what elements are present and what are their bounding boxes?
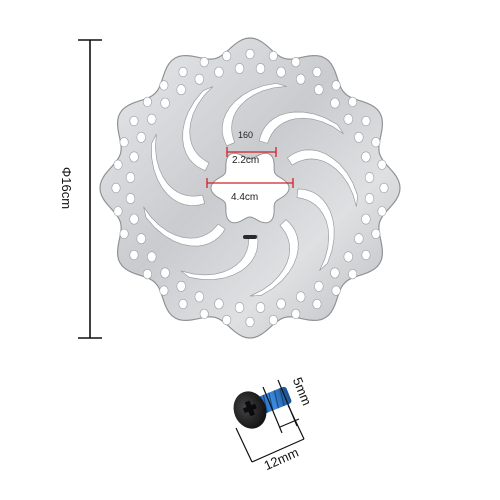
vent-hole bbox=[159, 285, 169, 296]
diameter-dimension: Φ16cm bbox=[59, 39, 102, 339]
vent-hole bbox=[354, 131, 364, 143]
vent-hole bbox=[222, 50, 232, 62]
vent-hole bbox=[136, 233, 146, 245]
vent-hole bbox=[125, 193, 136, 204]
vent-hole bbox=[214, 298, 224, 310]
vent-hole bbox=[245, 48, 255, 60]
vent-hole bbox=[331, 80, 341, 91]
spoke-cutout bbox=[296, 188, 335, 271]
vent-hole bbox=[194, 73, 205, 85]
vent-hole bbox=[343, 113, 353, 125]
inner-measurements: 2.2cm 4.4cm bbox=[206, 147, 294, 203]
vent-hole bbox=[371, 137, 381, 148]
vent-hole bbox=[178, 66, 188, 78]
vent-hole bbox=[214, 66, 224, 78]
vent-hole bbox=[296, 73, 306, 85]
vent-hole bbox=[348, 269, 358, 280]
spoke-cutout bbox=[151, 133, 205, 206]
spoke-cutout bbox=[287, 149, 359, 207]
vent-hole bbox=[330, 97, 340, 109]
vent-hole bbox=[178, 298, 188, 310]
spoke-cutout bbox=[182, 86, 214, 172]
vent-hole bbox=[159, 80, 169, 91]
vent-hole bbox=[276, 298, 286, 310]
vent-hole bbox=[119, 137, 129, 148]
brake-rotor: 160 bbox=[99, 37, 401, 339]
vent-hole bbox=[312, 66, 322, 78]
vent-hole bbox=[255, 302, 266, 313]
vent-hole bbox=[176, 84, 186, 96]
vent-hole bbox=[314, 280, 324, 292]
vent-hole bbox=[222, 314, 232, 326]
rotor-spokes bbox=[143, 82, 359, 297]
rotor-size-marking: 160 bbox=[238, 130, 253, 140]
vent-hole bbox=[255, 63, 266, 74]
torx-socket-icon bbox=[242, 400, 257, 417]
rotor-center-hole bbox=[210, 152, 290, 224]
vent-hole bbox=[364, 193, 375, 204]
vent-hole bbox=[354, 233, 364, 245]
vent-hole bbox=[136, 131, 146, 143]
vent-hole bbox=[348, 96, 358, 107]
vent-hole bbox=[147, 113, 157, 125]
vent-hole bbox=[160, 267, 170, 279]
vent-hole bbox=[113, 206, 123, 217]
vent-hole bbox=[199, 56, 209, 68]
vent-hole bbox=[147, 251, 157, 263]
vent-hole bbox=[129, 115, 139, 127]
vent-hole bbox=[199, 308, 209, 320]
vent-hole bbox=[377, 159, 387, 170]
vent-hole bbox=[377, 206, 387, 217]
vent-hole bbox=[343, 251, 353, 263]
vent-hole bbox=[176, 280, 186, 292]
vent-hole bbox=[129, 249, 139, 261]
vent-hole bbox=[331, 285, 341, 296]
vent-hole bbox=[379, 182, 389, 194]
spoke-cutout bbox=[180, 235, 259, 280]
inner-dim-small-label: 2.2cm bbox=[232, 155, 259, 166]
spoke-cutout bbox=[221, 82, 288, 147]
screw-thread-length-label: 5mm bbox=[290, 375, 315, 407]
vent-hole bbox=[194, 291, 205, 303]
vent-hole bbox=[361, 151, 371, 163]
vent-hole bbox=[312, 298, 322, 310]
vent-hole bbox=[119, 228, 129, 239]
spoke-cutout bbox=[258, 111, 344, 144]
vent-hole bbox=[314, 84, 324, 96]
spoke-cutout bbox=[143, 206, 226, 247]
vent-hole bbox=[371, 228, 381, 239]
vent-hole bbox=[291, 308, 301, 320]
vent-hole bbox=[330, 267, 340, 279]
vent-hole bbox=[245, 316, 255, 328]
outer-diameter-label: Φ16cm bbox=[59, 167, 74, 209]
vent-hole bbox=[361, 213, 371, 225]
vent-hole bbox=[361, 249, 371, 261]
vent-hole bbox=[113, 159, 123, 170]
vent-hole bbox=[111, 182, 121, 194]
spoke-cutout bbox=[249, 219, 299, 297]
vent-hole bbox=[291, 56, 301, 68]
vent-hole bbox=[361, 115, 371, 127]
vent-hole bbox=[160, 97, 170, 109]
vent-hole bbox=[268, 314, 278, 326]
vent-hole bbox=[129, 213, 139, 225]
vent-hole bbox=[129, 151, 139, 163]
vent-hole bbox=[142, 269, 152, 280]
vent-hole bbox=[142, 96, 152, 107]
vent-hole bbox=[125, 172, 136, 183]
vent-hole bbox=[268, 50, 278, 62]
vent-hole bbox=[234, 63, 245, 74]
rotor-vent-holes bbox=[111, 48, 389, 328]
rotor-slot bbox=[243, 235, 257, 239]
vent-hole bbox=[234, 302, 245, 313]
vent-hole bbox=[276, 66, 286, 78]
mounting-screw bbox=[233, 386, 292, 429]
vent-hole bbox=[364, 172, 375, 183]
vent-hole bbox=[296, 291, 306, 303]
inner-dim-large-label: 4.4cm bbox=[231, 192, 258, 203]
